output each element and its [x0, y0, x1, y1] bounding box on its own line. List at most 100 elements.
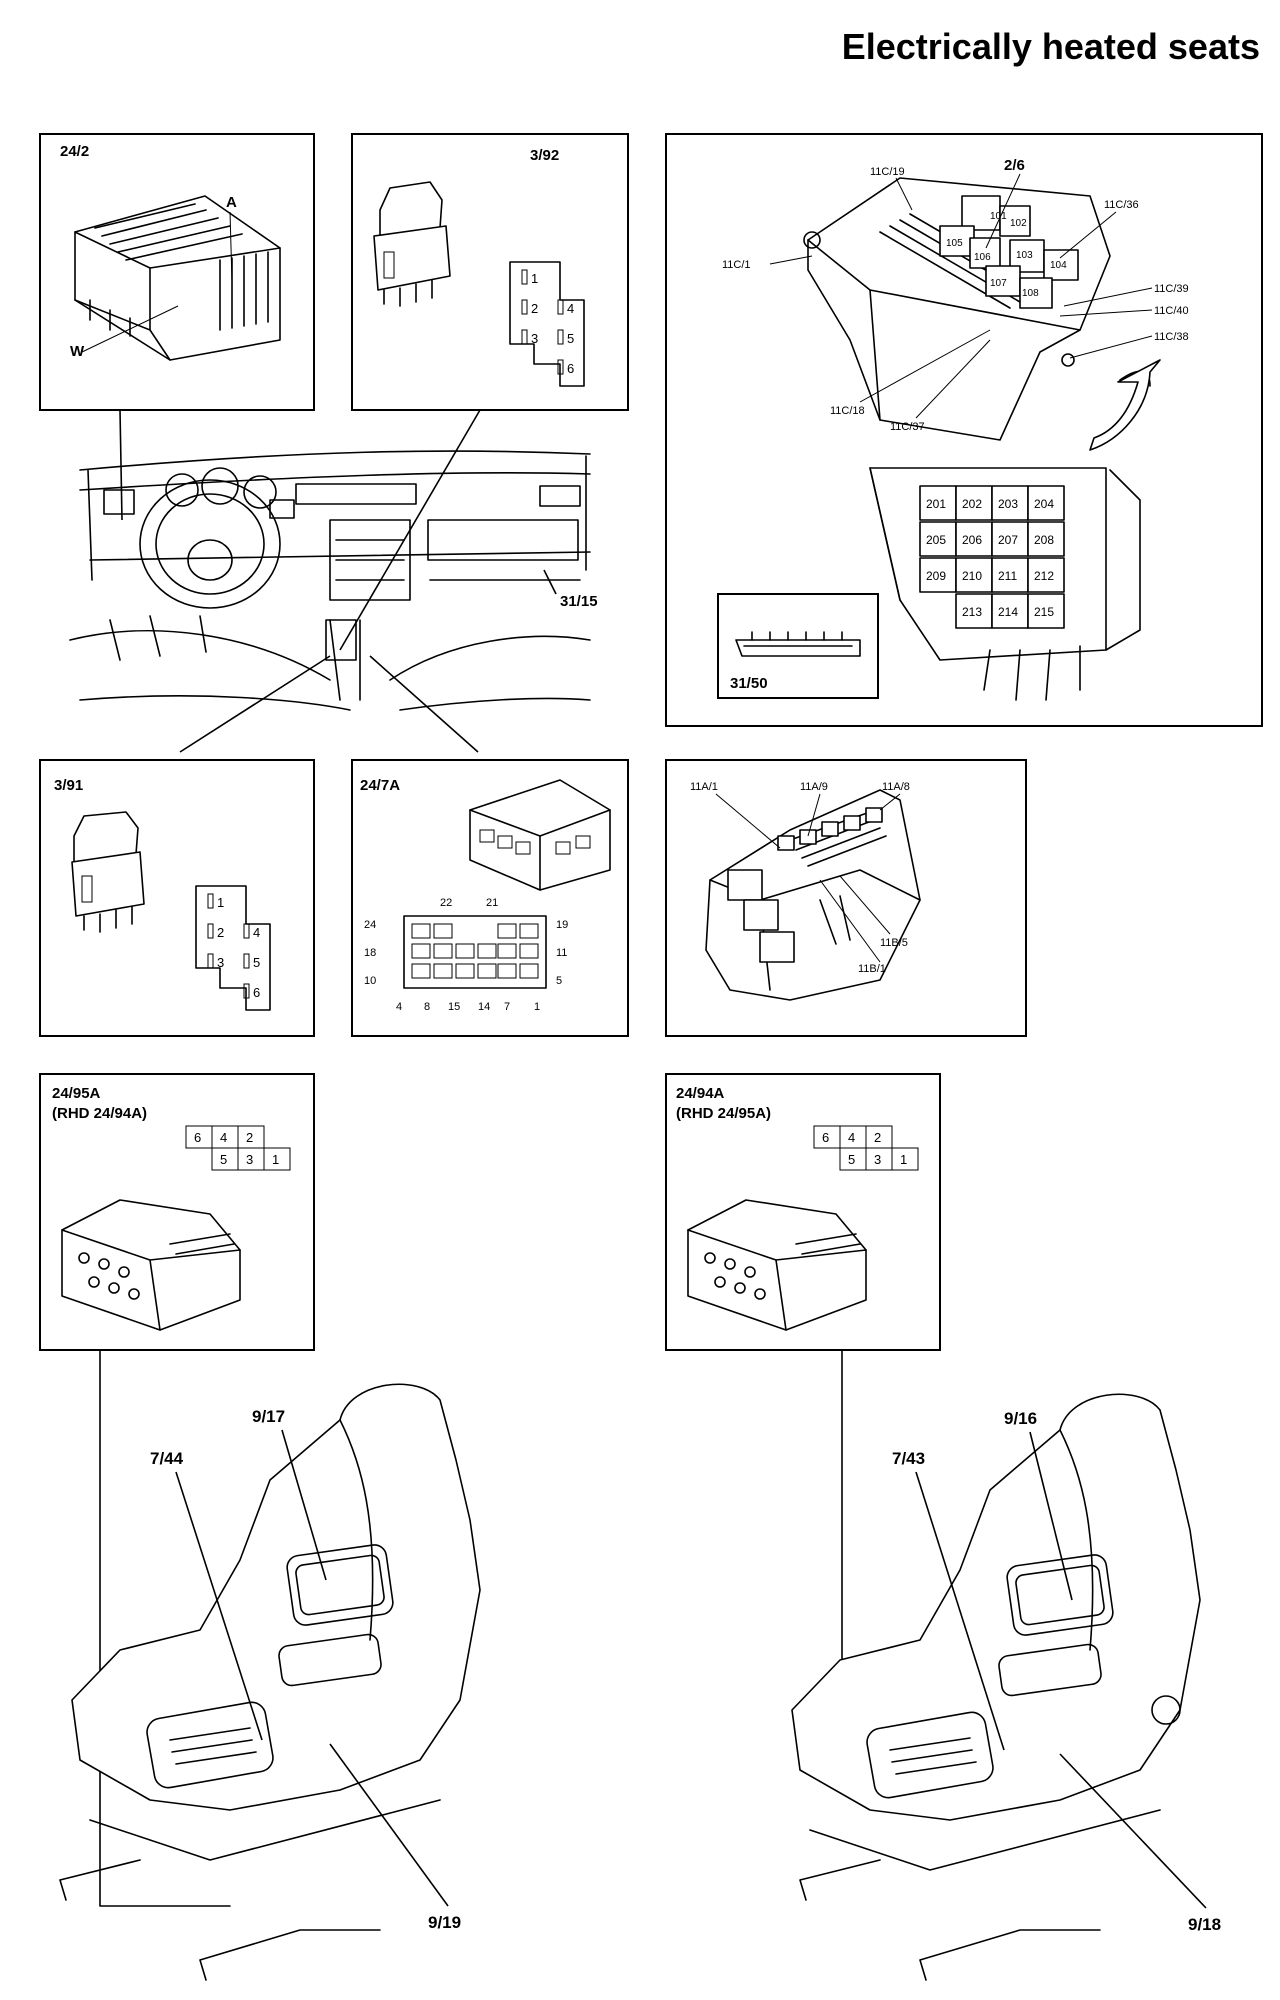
grid-24-94a-2: 2 [874, 1130, 881, 1145]
grid-24-95a-3: 3 [246, 1152, 253, 1167]
dashboard-drawing: 31/15 [69, 409, 598, 753]
pin-24-7a-18: 18 [364, 947, 376, 959]
callout-leaders [769, 173, 1153, 419]
callout-2-6: 2/6 [1004, 157, 1025, 174]
pin-24-7a-7: 7 [504, 1001, 510, 1013]
pin-3-92-1: 1 [531, 271, 538, 286]
pin-24-7a-19: 19 [556, 919, 568, 931]
label-7-43: 7/43 [892, 1449, 925, 1468]
pin-24-7a-15: 15 [448, 1001, 460, 1013]
panel-3-92: 3/92 1 2 3 4 5 6 [351, 133, 629, 411]
pin-24-7a-14: 14 [478, 1001, 490, 1013]
grid-24-94a-6: 6 [822, 1130, 829, 1145]
relay-105: 105 [946, 238, 963, 249]
pin-3-91-2: 2 [217, 925, 224, 940]
pin-3-92-5: 5 [567, 331, 574, 346]
fuse-202: 202 [962, 497, 982, 511]
callout-11a-9: 11A/9 [800, 781, 828, 793]
label-24-2-a: A [226, 194, 237, 211]
grid-24-94a-5: 5 [848, 1152, 855, 1167]
fuse-205: 205 [926, 533, 946, 547]
fuse-212: 212 [1034, 569, 1054, 583]
callout-11c-1: 11C/1 [722, 259, 751, 271]
connector-24-7a-drawing [469, 779, 611, 891]
callout-11b-5: 11B/5 [880, 937, 908, 949]
pin-3-91-3: 3 [217, 955, 224, 970]
label-9-19: 9/19 [428, 1913, 461, 1932]
pin-24-7a-4: 4 [396, 1001, 402, 1013]
label-9-16: 9/16 [1004, 1409, 1037, 1428]
inset-31-50: 31/50 [717, 593, 879, 699]
pin-3-92-4: 4 [567, 301, 574, 316]
panel-3-91: 3/91 1 2 3 4 5 6 [39, 759, 315, 1037]
seat-left-drawing: 9/17 7/44 9/19 [59, 1349, 481, 1981]
seat-right-drawing: 9/16 7/43 9/18 [791, 1349, 1221, 1981]
module-drawing [803, 177, 1151, 441]
pin-24-7a-1: 1 [534, 1001, 540, 1013]
relay-104: 104 [1050, 260, 1067, 271]
callout-11c-40: 11C/40 [1154, 305, 1189, 317]
grid-24-94a-4: 4 [848, 1130, 855, 1145]
fuse-203: 203 [998, 497, 1018, 511]
fuse-206: 206 [962, 533, 982, 547]
callout-11c-37: 11C/37 [890, 421, 925, 433]
callout-11a-8: 11A/8 [882, 781, 910, 793]
pin-24-7a-8: 8 [424, 1001, 430, 1013]
grid-24-95a: 6 4 2 5 3 1 [185, 1125, 291, 1171]
pin-3-91-6: 6 [253, 985, 260, 1000]
fuse-numbers: 201 202 203 204 205 206 207 208 209 210 … [926, 497, 1054, 619]
pin-3-92-6: 6 [567, 361, 574, 376]
pin-3-91-4: 4 [253, 925, 260, 940]
grid-24-95a-4: 4 [220, 1130, 227, 1145]
relay-106: 106 [974, 252, 991, 263]
pin-24-7a-10: 10 [364, 975, 376, 987]
pin-24-7a-11: 11 [556, 947, 567, 959]
label-24-95a: 24/95A [52, 1085, 101, 1102]
panel-24-7a: 24/7A 22 [351, 759, 629, 1037]
pinout-3-91: 1 2 3 4 5 6 [195, 885, 271, 1011]
pin-24-7a-5: 5 [556, 975, 562, 987]
label-24-7a: 24/7A [360, 777, 400, 794]
panel-central-electronics: 101 102 103 104 105 106 107 108 11C/19 2… [665, 133, 1263, 727]
label-31-50: 31/50 [730, 675, 768, 692]
connector-24-95a-drawing [61, 1199, 241, 1331]
relay-103: 103 [1016, 250, 1033, 261]
fuse-213: 213 [962, 605, 982, 619]
pin-3-92-3: 3 [531, 331, 538, 346]
fuse-box-24-2-drawing [74, 195, 281, 361]
fuse-207: 207 [998, 533, 1018, 547]
fuse-209: 209 [926, 569, 946, 583]
connector-24-94a-drawing [687, 1199, 867, 1331]
pin-3-91-1: 1 [217, 895, 224, 910]
callout-11c-39: 11C/39 [1154, 283, 1189, 295]
callout-11a-1: 11A/1 [690, 781, 718, 793]
grid-24-95a-6: 6 [194, 1130, 201, 1145]
pin-3-91-5: 5 [253, 955, 260, 970]
grid-24-95a-5: 5 [220, 1152, 227, 1167]
label-24-94a-rhd: (RHD 24/95A) [676, 1105, 771, 1122]
grid-24-94a: 6 4 2 5 3 1 [813, 1125, 919, 1171]
grid-24-95a-1: 1 [272, 1152, 279, 1167]
label-9-18: 9/18 [1188, 1915, 1221, 1934]
page-title: Electrically heated seats [841, 26, 1260, 67]
label-31-15: 31/15 [560, 593, 598, 610]
callout-11c-18: 11C/18 [830, 405, 865, 417]
relay-101: 101 [990, 211, 1007, 222]
pin-24-7a-22: 22 [440, 897, 452, 909]
pin-24-7a-21: 21 [486, 897, 498, 909]
fuse-panel-drawing [869, 467, 1141, 701]
label-7-44: 7/44 [150, 1449, 184, 1468]
callout-11c-38: 11C/38 [1154, 331, 1189, 343]
grid-24-94a-1: 1 [900, 1152, 907, 1167]
label-24-2-w: W [70, 343, 85, 360]
fuse-215: 215 [1034, 605, 1054, 619]
grid-24-94a-3: 3 [874, 1152, 881, 1167]
fuse-204: 204 [1034, 497, 1054, 511]
panel-engine-relay-box: 11A/1 11A/9 11A/8 11B/5 11B/1 [665, 759, 1027, 1037]
fuse-208: 208 [1034, 533, 1054, 547]
pinout-24-7a: 22 21 24 19 18 11 10 5 4 8 15 14 7 1 [364, 897, 568, 1013]
label-9-17: 9/17 [252, 1407, 285, 1426]
panel-24-95a: 24/95A (RHD 24/94A) 6 4 2 5 3 1 [39, 1073, 315, 1351]
fuse-211: 211 [998, 569, 1017, 583]
